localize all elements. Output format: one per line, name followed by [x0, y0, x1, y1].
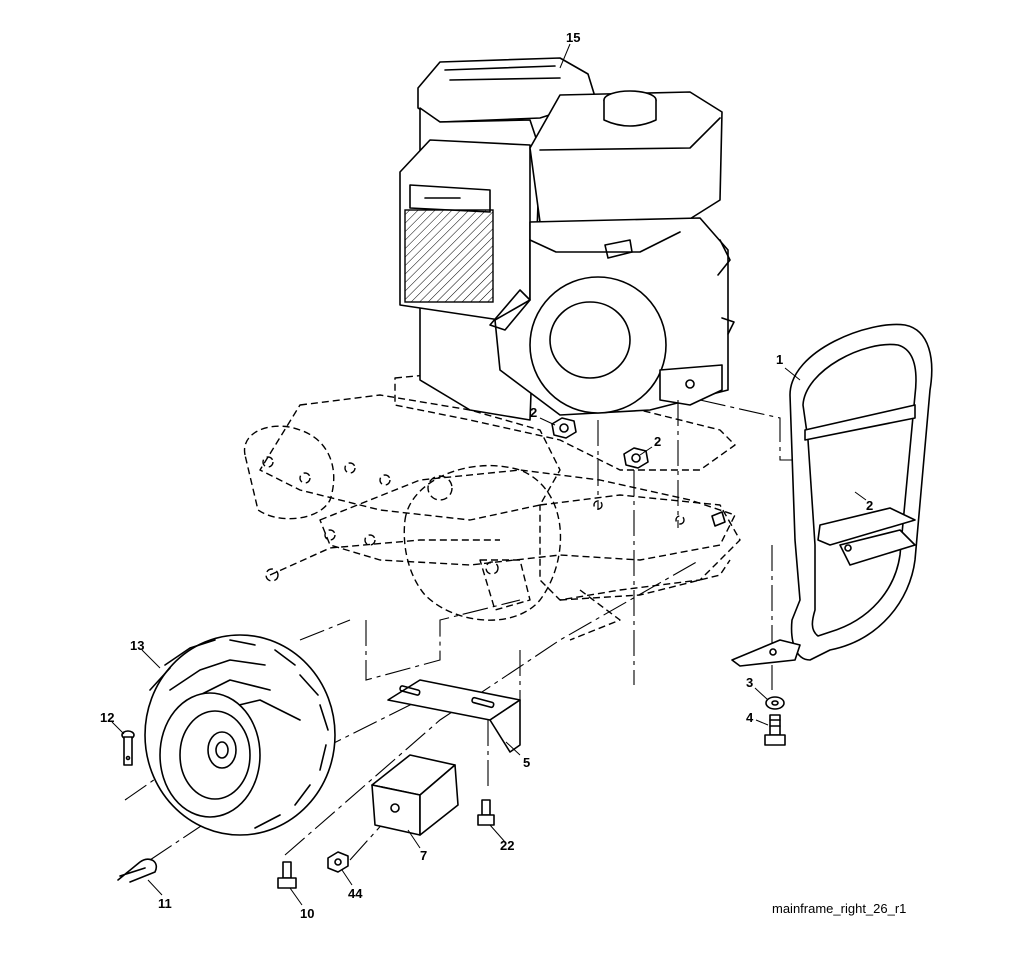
callout-22: 22 — [500, 838, 514, 853]
callout-7: 7 — [420, 848, 427, 863]
callout-13: 13 — [130, 638, 144, 653]
hex-nut-part-2-a — [551, 417, 577, 439]
weight-part-7 — [371, 754, 459, 836]
callout-11: 11 — [158, 896, 172, 911]
callout-15: 15 — [566, 30, 580, 45]
callout-5: 5 — [523, 755, 530, 770]
callout-12: 12 — [100, 710, 114, 725]
callout-1: 1 — [776, 352, 783, 367]
callout-2-b: 2 — [654, 434, 661, 449]
callout-labels: 15 1 2 2 2 13 12 3 4 5 7 22 10 44 11 — [100, 30, 873, 921]
leader-lines — [111, 43, 867, 906]
callout-2-c: 2 — [866, 498, 873, 513]
nut-part-44 — [327, 851, 349, 873]
callout-3: 3 — [746, 675, 753, 690]
callout-44: 44 — [348, 886, 363, 901]
callout-2-a: 2 — [530, 405, 537, 420]
diagram-caption: mainframe_right_26_r1 — [772, 901, 906, 916]
callout-10: 10 — [300, 906, 314, 921]
hairpin-clip-part-11 — [117, 858, 158, 883]
hex-nut-part-2-b — [623, 447, 649, 469]
bolt-part-4 — [764, 714, 786, 746]
bolt-part-10 — [277, 861, 297, 889]
washer-part-3 — [765, 696, 785, 710]
callout-4: 4 — [746, 710, 754, 725]
bolt-part-22 — [477, 799, 495, 826]
wheel-part-13 — [144, 634, 336, 836]
bumper-part-1 — [731, 323, 933, 667]
engine-part-15 — [399, 57, 735, 421]
bracket-part-5 — [387, 679, 521, 753]
clevis-pin-part-12 — [121, 730, 135, 766]
